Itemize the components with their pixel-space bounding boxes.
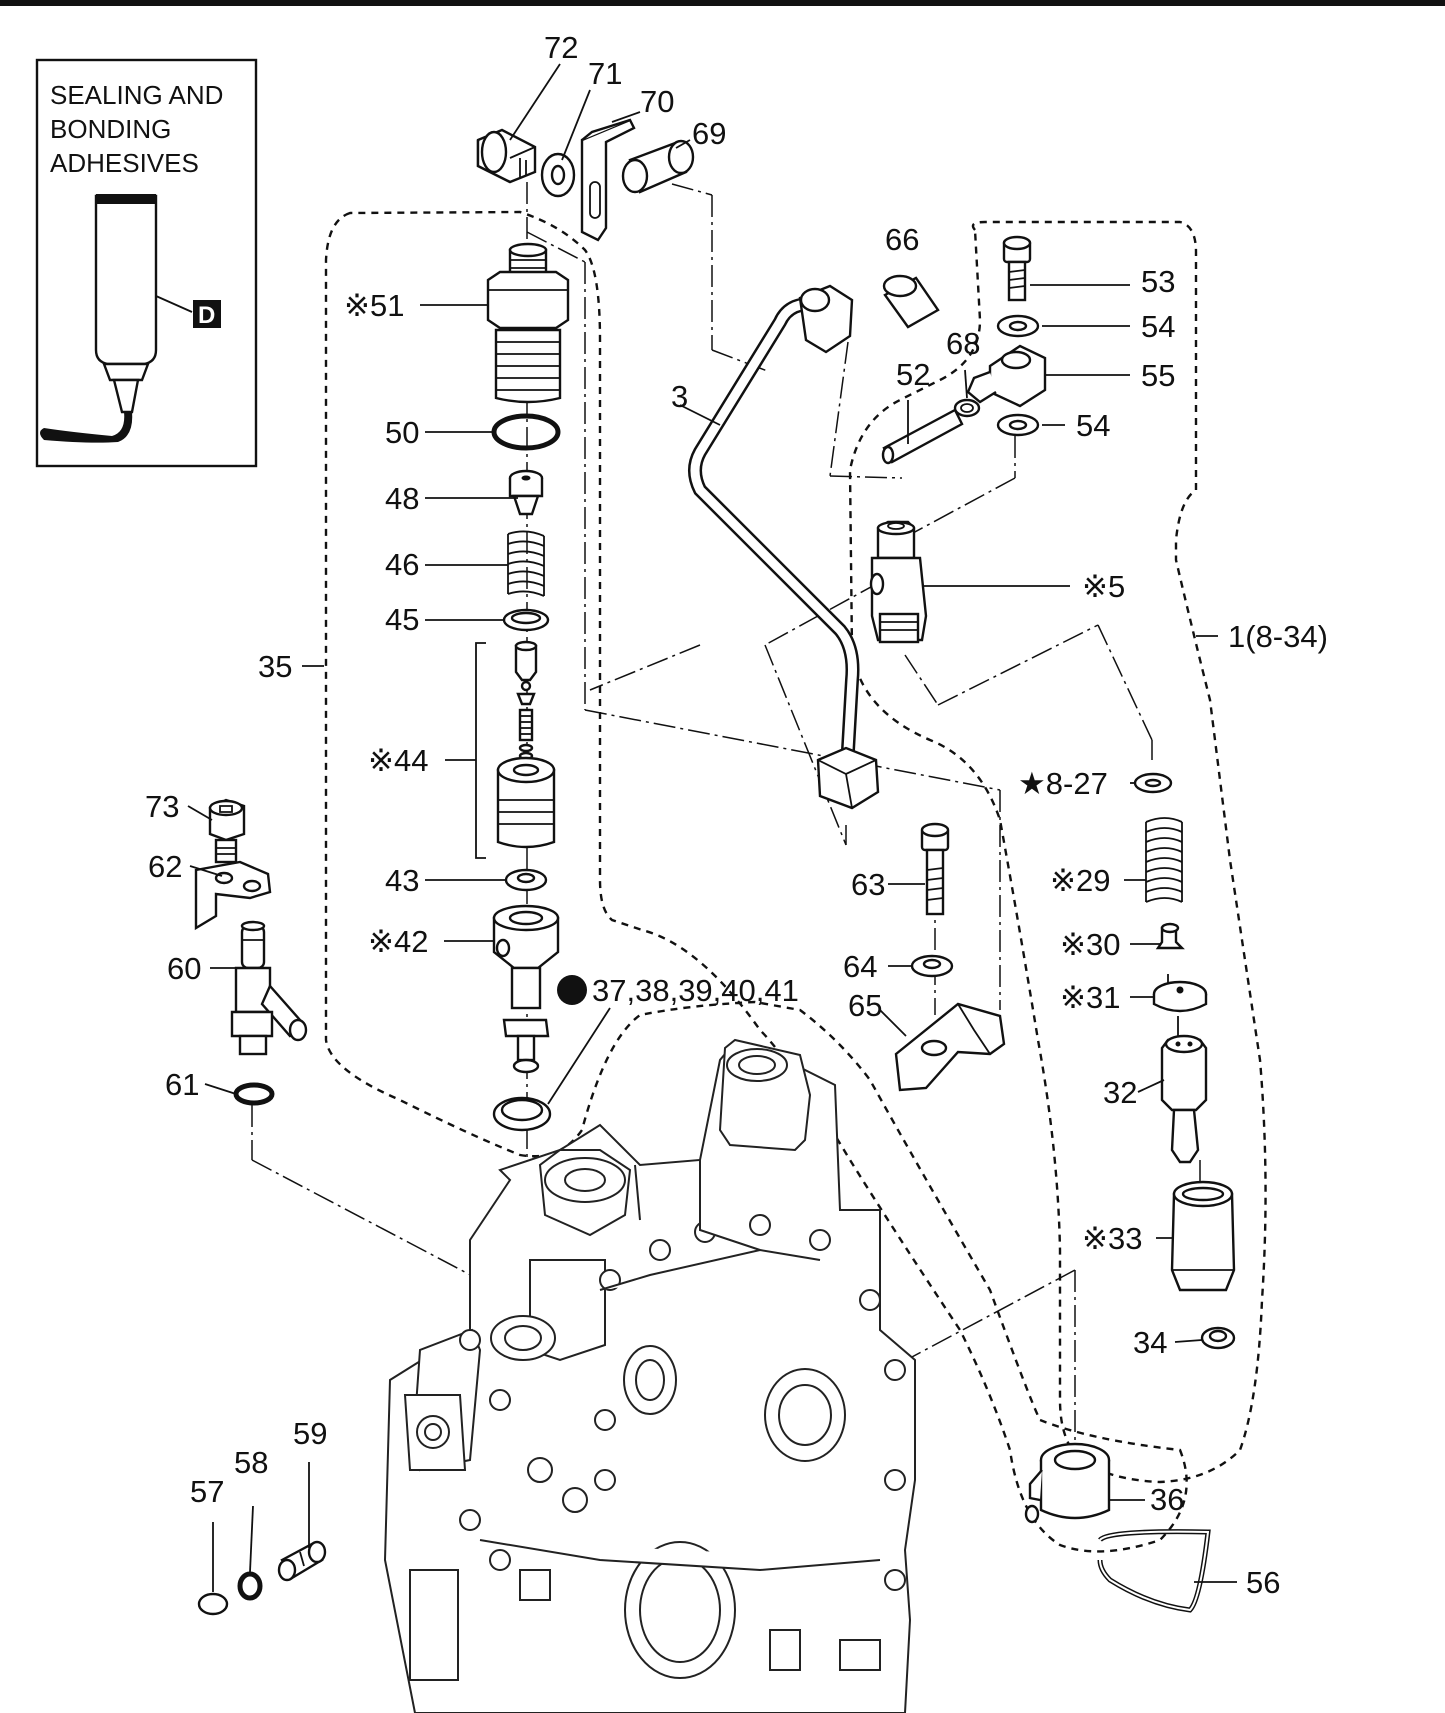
callout-63: 63 — [851, 867, 885, 902]
part-54-washer-lower — [996, 413, 1040, 437]
callout-72: 72 — [544, 30, 578, 65]
callout-46: 46 — [385, 547, 419, 582]
part-61-o-ring — [233, 1082, 275, 1106]
callout-56: 56 — [1246, 1565, 1280, 1600]
part-70-bracket — [580, 118, 636, 242]
callout-31: ※31 — [1060, 980, 1120, 1015]
callout-60: 60 — [167, 951, 201, 986]
callout-66: 66 — [885, 222, 919, 257]
callout-51: ※51 — [344, 288, 404, 323]
part-56-clip — [1097, 1529, 1211, 1613]
callout-53: 53 — [1141, 264, 1175, 299]
callout-57: 57 — [190, 1474, 224, 1509]
part-44-delivery-valve — [496, 640, 556, 849]
legend-line-3: ADHESIVES — [50, 148, 199, 178]
callout-69: 69 — [692, 116, 726, 151]
part-63-bolt — [920, 822, 950, 916]
part-65-clamp — [894, 1002, 1006, 1092]
callout-44: ※44 — [368, 743, 428, 778]
part-50-o-ring — [491, 413, 561, 451]
callout-52: 52 — [896, 357, 930, 392]
callout-73: 73 — [145, 789, 179, 824]
legend-line-1: SEALING AND — [50, 80, 223, 110]
callout-65: 65 — [848, 988, 882, 1023]
part-5-fitting — [869, 520, 928, 644]
part-3-injection-pipe — [688, 284, 880, 810]
callout-58: 58 — [234, 1445, 268, 1480]
callout-62: 62 — [148, 849, 182, 884]
part-54-washer-upper — [996, 314, 1040, 338]
part-46-spring — [507, 530, 545, 597]
part-72-bolt — [476, 128, 537, 184]
part-52-pipe — [881, 408, 964, 465]
callout-61: 61 — [165, 1067, 199, 1102]
callout-36: 36 — [1150, 1482, 1184, 1517]
callout-54-lower: 54 — [1076, 408, 1110, 443]
callout-54-upper: 54 — [1141, 309, 1175, 344]
adhesive-tube-icon: D — [40, 194, 221, 443]
part-43-washer — [504, 868, 548, 892]
callout-55: 55 — [1141, 358, 1175, 393]
callout-43: 43 — [385, 863, 419, 898]
callout-70: 70 — [640, 84, 674, 119]
callout-32: 32 — [1103, 1075, 1137, 1110]
part-8-27-washer — [1133, 772, 1173, 794]
adhesive-badge: D — [198, 302, 215, 329]
part-32-nozzle — [1160, 1016, 1208, 1164]
part-36-guide — [1024, 1442, 1111, 1524]
part-45-washer — [502, 608, 550, 632]
part-66-tube — [882, 274, 940, 329]
part-62-bracket — [194, 860, 272, 931]
part-33-sleeve — [1170, 1180, 1236, 1292]
callout-48: 48 — [385, 481, 419, 516]
part-51-valve-holder — [486, 242, 570, 404]
callout-34: 34 — [1133, 1325, 1167, 1360]
callout-8-27: ★8-27 — [1018, 766, 1108, 801]
part-37-41-shims — [492, 1096, 552, 1132]
callout-33: ※33 — [1082, 1221, 1142, 1256]
part-68-clip — [953, 398, 981, 418]
part-64-washer — [910, 954, 954, 978]
part-73-bolt — [208, 798, 246, 864]
callout-35: 35 — [258, 649, 292, 684]
leader-lines — [187, 63, 1237, 1592]
group-35-outline — [324, 210, 1188, 1553]
callout-5: ※5 — [1082, 569, 1125, 604]
part-60-fitting — [230, 920, 308, 1056]
cylinder-head-block — [383, 1038, 916, 1713]
adhesive-legend: SEALING AND BONDING ADHESIVES D — [35, 58, 258, 468]
callout-1: 1(8-34) — [1228, 619, 1328, 654]
group-1-outline — [848, 220, 1267, 1484]
part-34-washer — [1200, 1326, 1236, 1350]
part-48-valve — [508, 469, 544, 516]
centerlines — [251, 182, 1201, 1471]
legend-line-2: BONDING — [50, 114, 171, 144]
callout-71: 71 — [588, 56, 622, 91]
callout-42: ※42 — [368, 924, 428, 959]
part-53-bolt — [1002, 235, 1032, 302]
part-58-o-ring — [237, 1571, 263, 1601]
part-42-plunger — [492, 904, 560, 1074]
callout-68: 68 — [946, 326, 980, 361]
part-55-banjo — [966, 344, 1047, 408]
part-59-pin — [277, 1540, 327, 1582]
callout-50: 50 — [385, 415, 419, 450]
filled-circle-icon — [557, 975, 587, 1005]
part-31-spacer — [1152, 974, 1208, 1013]
part-57-plug — [197, 1592, 229, 1616]
callout-45: 45 — [385, 602, 419, 637]
callout-labels: 72 71 70 69 66 53 54 68 52 55 54 ※51 50 … — [145, 30, 1328, 1600]
part-29-spring — [1145, 817, 1183, 903]
callout-30: ※30 — [1060, 927, 1120, 962]
callout-3: 3 — [671, 379, 688, 414]
part-30-pin — [1155, 922, 1185, 950]
top-border — [0, 0, 1445, 6]
callout-64: 64 — [843, 949, 877, 984]
part-71-washer — [540, 152, 576, 198]
part-69-sleeve — [621, 139, 695, 194]
callout-59: 59 — [293, 1416, 327, 1451]
callout-37-41: 37,38,39,40,41 — [592, 973, 799, 1008]
callout-29: ※29 — [1050, 863, 1110, 898]
